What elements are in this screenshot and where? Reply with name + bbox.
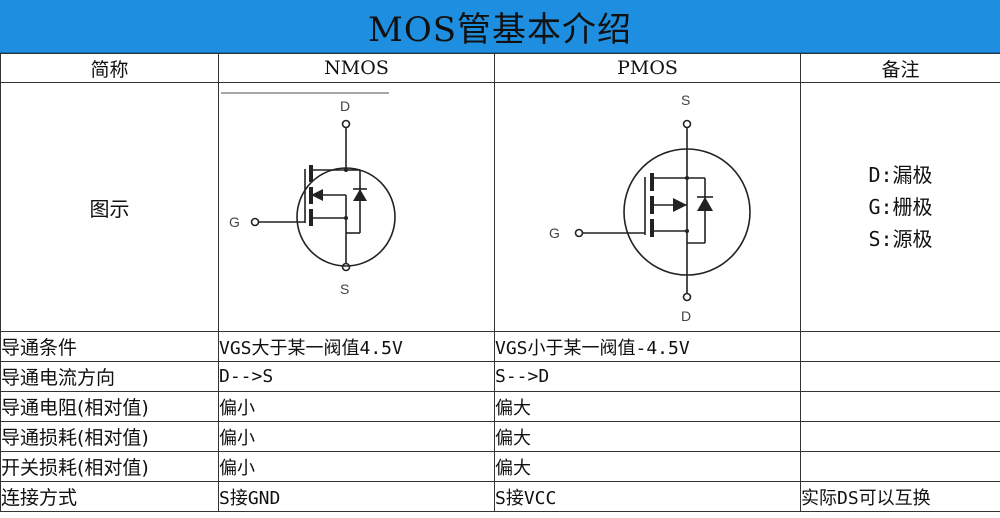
- pmos-pin-gate: G: [549, 225, 560, 241]
- nmos-pin-bottom: S: [340, 281, 349, 297]
- pmos-value: 偏大: [494, 451, 801, 482]
- header-note: 备注: [800, 53, 1000, 83]
- nmos-symbol-diagram: D G: [221, 92, 396, 297]
- row-label: 导通电流方向: [0, 361, 219, 392]
- nmos-pin-gate: G: [229, 214, 240, 230]
- note-value: [800, 391, 1000, 422]
- nmos-value: 偏小: [218, 391, 495, 422]
- pmos-value: 偏大: [494, 391, 801, 422]
- pmos-pin-top: S: [681, 92, 690, 108]
- table-row: 开关损耗(相对值) 偏小 偏大: [0, 451, 1000, 482]
- row-label: 导通损耗(相对值): [0, 421, 219, 452]
- header-row: 简称 NMOS PMOS 备注: [0, 53, 1000, 83]
- note-value: [800, 331, 1000, 362]
- header-pmos: PMOS: [494, 53, 801, 83]
- note-value: [800, 421, 1000, 452]
- title-bar: MOS管基本介绍: [0, 0, 1000, 54]
- pmos-symbol-cell: S G: [494, 82, 801, 332]
- table-row: 连接方式 S接GND S接VCC 实际DS可以互换: [0, 481, 1000, 512]
- table-row: 导通电流方向 D-->S S-->D: [0, 361, 1000, 392]
- pmos-pin-bottom: D: [681, 308, 691, 324]
- page-title: MOS管基本介绍: [368, 9, 632, 50]
- row-label: 开关损耗(相对值): [0, 451, 219, 482]
- row-label: 连接方式: [0, 481, 219, 512]
- nmos-value: VGS大于某一阀值4.5V: [218, 331, 495, 362]
- note-value: [800, 451, 1000, 482]
- header-nmos: NMOS: [218, 53, 495, 83]
- pin-note-gate: G:栅极: [868, 195, 933, 219]
- header-name: 简称: [0, 53, 219, 83]
- row-label: 导通电阻(相对值): [0, 391, 219, 422]
- table-row: 导通电阻(相对值) 偏小 偏大: [0, 391, 1000, 422]
- pmos-value: S-->D: [494, 361, 801, 392]
- table-row: 导通条件 VGS大于某一阀值4.5V VGS小于某一阀值-4.5V: [0, 331, 1000, 362]
- pin-note-drain: D:漏极: [868, 163, 933, 187]
- nmos-symbol-cell: D G: [218, 82, 495, 332]
- table-row: 导通损耗(相对值) 偏小 偏大: [0, 421, 1000, 452]
- pmos-value: S接VCC: [494, 481, 801, 512]
- nmos-pin-top: D: [340, 98, 350, 114]
- figure-row-label: 图示: [0, 82, 219, 332]
- nmos-value: 偏小: [218, 451, 495, 482]
- row-label: 导通条件: [0, 331, 219, 362]
- figure-row: 图示 D G: [0, 82, 1000, 332]
- pin-note-source: S:源极: [868, 227, 933, 251]
- note-value: 实际DS可以互换: [800, 481, 1000, 512]
- nmos-value: S接GND: [218, 481, 495, 512]
- nmos-value: 偏小: [218, 421, 495, 452]
- note-value: [800, 361, 1000, 392]
- nmos-value: D-->S: [218, 361, 495, 392]
- pmos-value: 偏大: [494, 421, 801, 452]
- pin-notes-cell: D:漏极 G:栅极 S:源极: [800, 82, 1000, 332]
- pmos-value: VGS小于某一阀值-4.5V: [494, 331, 801, 362]
- pmos-symbol-diagram: S G: [549, 92, 751, 324]
- mos-comparison-table: 简称 NMOS PMOS 备注 图示 D: [0, 53, 1000, 512]
